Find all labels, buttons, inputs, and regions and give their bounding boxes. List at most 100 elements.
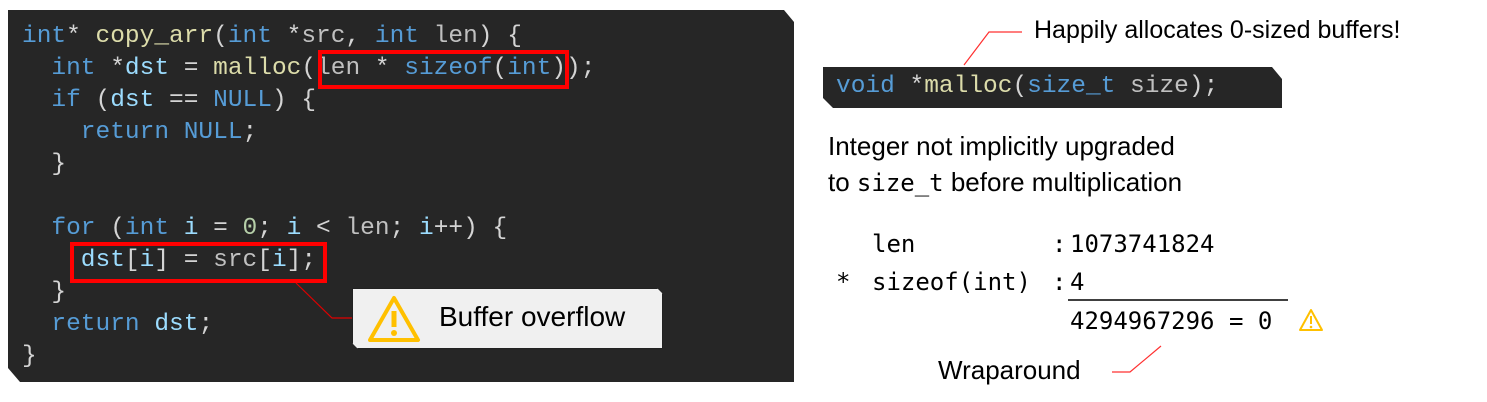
code-line: return NULL; (22, 117, 257, 149)
code-token: ]; (286, 247, 317, 274)
code-token: ) { (477, 23, 522, 50)
code-token: len (418, 23, 478, 50)
code-token: ( (301, 55, 317, 82)
calc-operator: * (836, 268, 851, 296)
code-token: i (183, 215, 199, 242)
code-token: } (22, 151, 67, 178)
code-line: } (22, 277, 66, 309)
code-token: ) { (271, 87, 317, 114)
code-line: return dst; (22, 309, 213, 341)
buffer-overflow-label: Buffer overflow (439, 301, 626, 332)
code-token: [ (257, 247, 272, 274)
code-token: int (374, 23, 419, 50)
code-token: * (95, 55, 125, 82)
calc-len-label: len (872, 230, 916, 258)
code-token: ( (213, 23, 228, 50)
code-token: ; (389, 215, 419, 242)
code-token: int (124, 215, 170, 242)
code-token: [ (124, 247, 140, 274)
code-token: ++) { (433, 215, 508, 242)
calc-colon-1: : (1052, 230, 1067, 258)
code-token: int (22, 55, 96, 82)
code-token: void (836, 73, 895, 100)
code-token: == (154, 87, 214, 114)
overflow-connector (295, 282, 352, 319)
code-token: ); (1188, 73, 1219, 100)
code-token: * (66, 23, 96, 50)
code-token: ; (198, 311, 214, 338)
calc-sizeof-value: 4 (1070, 268, 1085, 296)
buffer-overflow-callout: Buffer overflow (352, 288, 663, 349)
code-token: = (198, 215, 243, 242)
highlight-malloc-arg (318, 50, 569, 89)
integer-note-pre: to (828, 167, 857, 197)
signature-code: void *malloc(size_t size); (836, 71, 1218, 103)
code-token: dst (154, 311, 199, 338)
code-token: ( (95, 215, 125, 242)
code-token: malloc (213, 55, 302, 82)
code-token: i (418, 215, 434, 242)
code-line: dst[i] = src[i]; (22, 245, 316, 277)
code-line: if (dst == NULL) { (22, 85, 316, 117)
code-token: = (169, 55, 214, 82)
code-token: dst (124, 55, 170, 82)
code-token: return (22, 119, 170, 146)
code-token: return (22, 311, 140, 338)
code-token: len (316, 55, 361, 82)
code-token: )); (551, 55, 596, 82)
code-token: i (139, 247, 155, 274)
code-token: if (22, 87, 81, 114)
code-token: } (22, 279, 67, 306)
code-token: dst (22, 247, 125, 274)
code-token: ( (80, 87, 111, 114)
code-token: i (286, 215, 302, 242)
highlight-array-copy (70, 242, 327, 283)
warning-icon (367, 295, 421, 343)
code-token: ] = (154, 247, 214, 274)
code-token: NULL (183, 119, 243, 146)
code-token: size_t (1027, 73, 1116, 100)
code-line: int *dst = malloc(len * sizeof(int)); (22, 53, 595, 85)
code-line: } (22, 149, 66, 181)
code-token: ; (242, 119, 258, 146)
code-token: ( (492, 55, 508, 82)
malloc-connector (963, 31, 1022, 66)
malloc-note: Happily allocates 0-sized buffers! (1034, 16, 1401, 44)
code-token: int (507, 55, 552, 82)
code-line: } (22, 341, 37, 373)
code-token: } (22, 343, 37, 370)
size-t-code: size_t (856, 169, 944, 197)
code-token: size (1115, 73, 1189, 100)
code-line: int* copy_arr(int *src, int len) { (22, 21, 522, 53)
code-token: dst (110, 87, 155, 114)
code-token: * (894, 73, 925, 100)
code-token: 0 (242, 215, 258, 242)
calc-len-value: 1073741824 (1070, 230, 1215, 258)
code-token: * (360, 55, 405, 82)
code-token: * (271, 23, 302, 50)
code-token: src (301, 23, 346, 50)
code-token: , (345, 23, 375, 50)
wraparound-connector (1112, 345, 1162, 373)
code-token: i (271, 247, 287, 274)
malloc-signature: void *malloc(size_t size); (823, 67, 1282, 108)
code-token: int (22, 23, 67, 50)
code-token: src (213, 247, 258, 274)
code-token: copy_arr (95, 23, 214, 50)
code-token: ; (257, 215, 287, 242)
code-token: < (301, 215, 346, 242)
warning-icon (1299, 309, 1323, 331)
calc-result: 4294967296 = 0 (1070, 307, 1273, 335)
code-token: len (345, 215, 390, 242)
code-token: for (22, 215, 96, 242)
code-token: malloc (924, 73, 1013, 100)
integer-note-line1: Integer not implicitly upgraded (828, 131, 1175, 161)
wraparound-label: Wraparound (938, 355, 1081, 385)
code-token: ( (1012, 73, 1028, 100)
code-token: int (227, 23, 272, 50)
code-line: for (int i = 0; i < len; i++) { (22, 213, 507, 245)
integer-note-line2: to size_t before multiplication (828, 167, 1182, 198)
code-token: sizeof (404, 55, 493, 82)
code-token: NULL (213, 87, 272, 114)
